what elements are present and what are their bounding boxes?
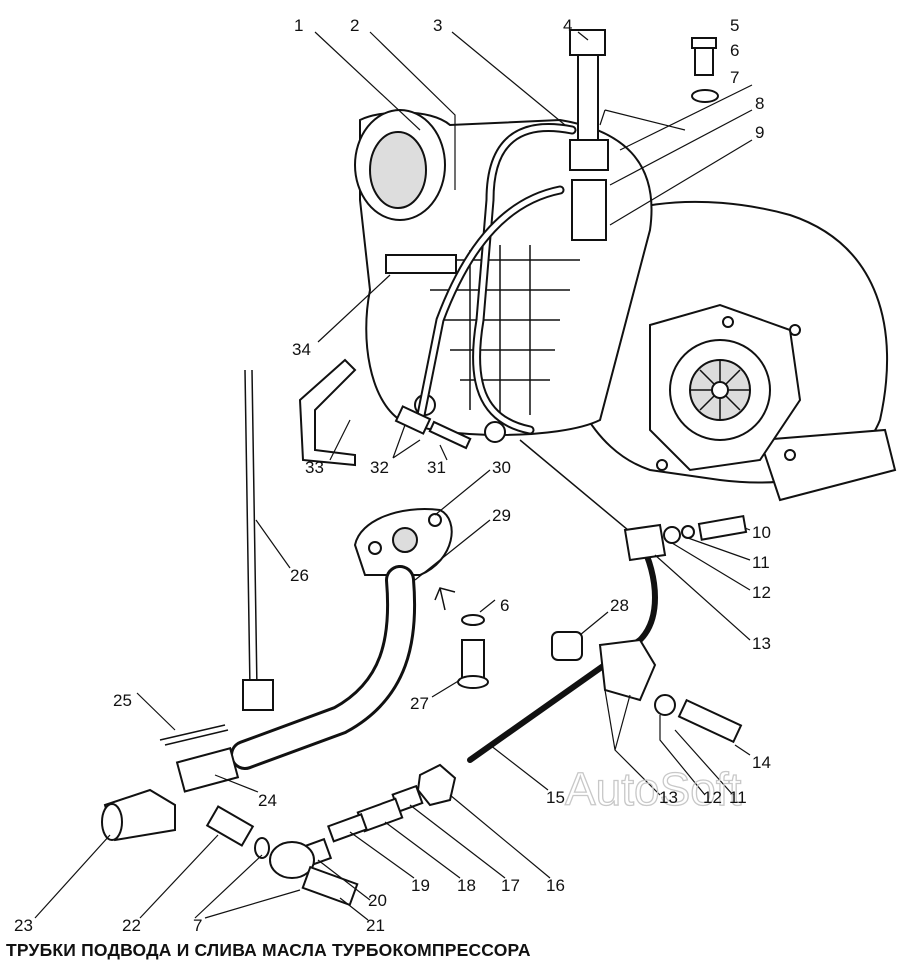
callout-28: 28 (610, 596, 629, 615)
callout-12-lower: 12 (703, 788, 722, 807)
clamp-26-head (242, 679, 274, 711)
callout-8: 8 (755, 94, 764, 113)
bolt-5 (694, 44, 714, 76)
clamp-strap-26 (244, 369, 258, 691)
callout-6: 6 (730, 41, 739, 60)
callout-23: 23 (14, 916, 33, 935)
callout-6-lower: 6 (500, 596, 509, 615)
callout-7-lower: 7 (193, 916, 202, 935)
washer-6 (691, 89, 719, 103)
bolt-27 (461, 639, 485, 681)
compressor-housing (559, 200, 897, 502)
callout-32: 32 (370, 458, 389, 477)
callout-14: 14 (752, 753, 771, 772)
arrow-icon (434, 587, 456, 611)
callout-18: 18 (457, 876, 476, 895)
bolt-5-head (691, 37, 717, 49)
washer-6b (461, 614, 485, 626)
callout-2: 2 (350, 16, 359, 35)
callout-1: 1 (294, 16, 303, 35)
callout-9: 9 (755, 123, 764, 142)
bolt-10 (697, 514, 748, 541)
callout-33: 33 (305, 458, 324, 477)
bracket-33 (298, 358, 357, 467)
callout-21: 21 (366, 916, 385, 935)
callout-11-lower: 11 (729, 788, 747, 807)
washer-7 (254, 837, 270, 859)
callout-31: 31 (427, 458, 446, 477)
callout-27: 27 (410, 694, 429, 713)
callout-20: 20 (368, 891, 387, 910)
callout-labels: 1 2 3 4 5 6 7 8 9 34 33 32 31 30 29 26 1… (14, 16, 771, 935)
callout-15: 15 (546, 788, 565, 807)
callout-3: 3 (433, 16, 442, 35)
callout-11: 11 (752, 553, 770, 572)
callout-17: 17 (501, 876, 520, 895)
callout-4: 4 (563, 16, 572, 35)
bolt-21 (301, 865, 359, 907)
watermark: AutoSoft (565, 763, 742, 815)
callout-7: 7 (730, 68, 739, 87)
washer-12b (654, 694, 676, 716)
callout-25: 25 (113, 691, 132, 710)
callout-22: 22 (122, 916, 141, 935)
washer-11 (681, 525, 695, 539)
oil-drain-pipe (230, 508, 453, 770)
callout-24: 24 (258, 791, 277, 810)
tube-bracket-upper (623, 523, 667, 562)
split-pin-25 (159, 724, 229, 746)
callout-34: 34 (292, 340, 311, 359)
callout-30: 30 (492, 458, 511, 477)
hose-24 (175, 747, 240, 793)
fitting-23-end (101, 803, 123, 841)
callout-19: 19 (411, 876, 430, 895)
washer-12 (663, 526, 681, 544)
tube-bracket (598, 638, 657, 702)
sleeve-28 (551, 631, 583, 661)
adapter-22 (205, 805, 255, 847)
callout-13-lower: 13 (659, 788, 678, 807)
callout-13: 13 (752, 634, 771, 653)
callout-16: 16 (546, 876, 565, 895)
callout-26: 26 (290, 566, 309, 585)
bolt-27-head (457, 675, 489, 689)
callout-29: 29 (492, 506, 511, 525)
oil-supply-fitting (385, 29, 641, 541)
bolt-31 (428, 420, 472, 450)
bolt-14 (677, 698, 743, 744)
figure-title: ТРУБКИ ПОДВОДА И СЛИВА МАСЛА ТУРБОКОМПРЕ… (6, 940, 531, 960)
callout-12: 12 (752, 583, 771, 602)
leader-lines (34, 31, 753, 921)
bolt-32 (394, 405, 432, 435)
callout-5: 5 (730, 16, 739, 35)
nipple-19 (327, 813, 368, 843)
nut-16 (416, 763, 457, 807)
callout-10: 10 (752, 523, 771, 542)
banjo-fitting (269, 841, 315, 879)
